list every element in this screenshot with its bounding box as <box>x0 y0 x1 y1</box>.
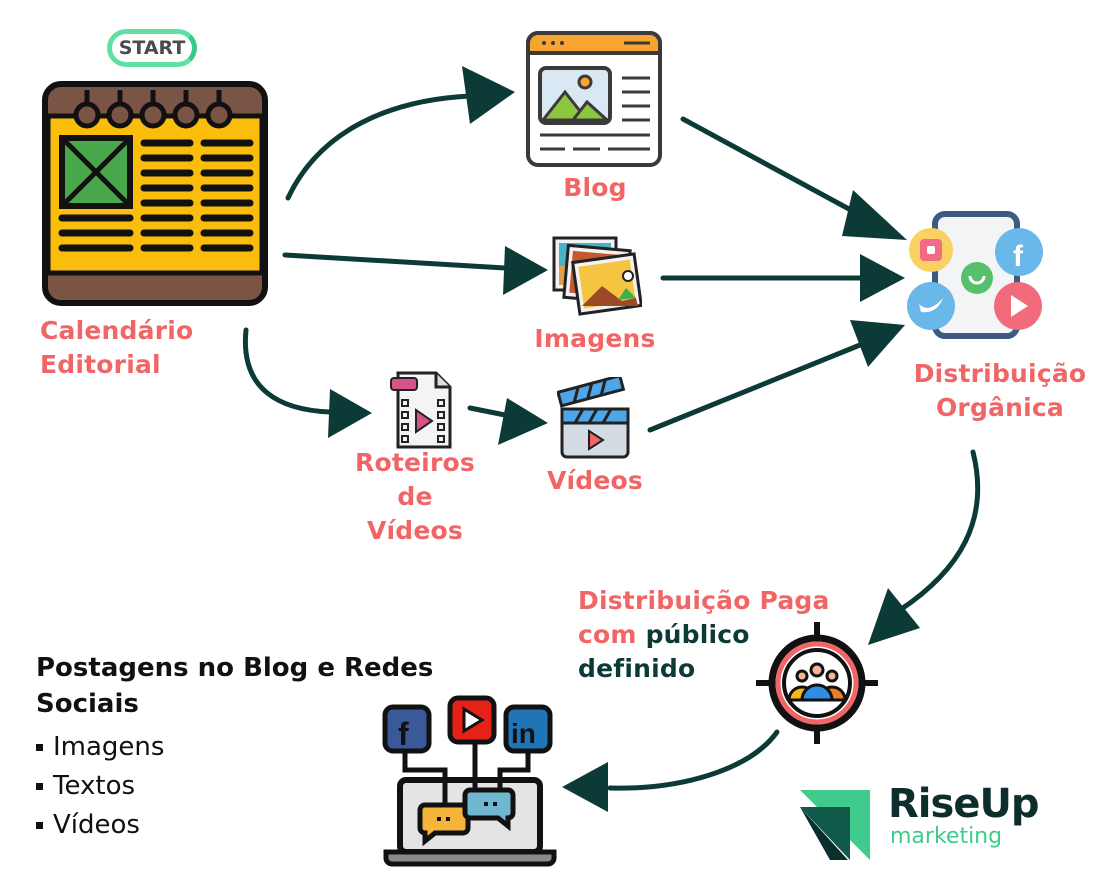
arrowhead-images <box>503 246 548 295</box>
arrow-paid-to-posts <box>607 729 780 791</box>
calendar-label: Calendário Editorial <box>40 314 240 382</box>
paid-label-publico: público <box>645 620 750 649</box>
arrow-calendar-to-blog <box>285 93 473 201</box>
blog-icon <box>526 31 662 167</box>
arrowhead-organic-paid <box>868 588 920 645</box>
arrow-videos-to-organic <box>647 342 863 433</box>
scripts-label-line3: Vídeos <box>366 516 464 545</box>
arrow-blog-to-organic <box>680 116 863 218</box>
arrowhead-scripts <box>328 389 372 438</box>
arrowhead-blog <box>462 66 515 124</box>
arrowhead-videos <box>498 398 548 445</box>
calendar-icon <box>42 81 268 306</box>
posts-list-item: Imagens <box>36 728 164 767</box>
svg-text:in: in <box>511 718 536 749</box>
svg-text:f: f <box>398 716 409 752</box>
scripts-label-line1: Roteiros <box>355 448 475 477</box>
scripts-label-line2: de <box>397 482 433 511</box>
calendar-label-line2: Editorial <box>40 350 161 379</box>
social-phone-icon: f <box>907 211 1043 339</box>
posts-list: Imagens Textos Vídeos <box>36 728 164 845</box>
posts-title: Postagens no Blog e Redes Sociais <box>36 653 434 719</box>
paid-label-line3: definido <box>578 654 696 683</box>
scripts-label: Roteiros de Vídeos <box>345 446 485 548</box>
paid-label-com: com <box>578 620 637 649</box>
arrowhead-paid-posts <box>562 762 608 812</box>
images-icon <box>552 236 642 316</box>
logo-sub: marketing <box>890 824 1003 849</box>
bullet-icon <box>36 822 43 829</box>
arrow-organic-to-paid <box>897 449 981 613</box>
paid-label: Distribuição Paga com público definido <box>578 584 878 686</box>
posts-list-item: Textos <box>36 767 164 806</box>
organic-label: Distribuição Orgânica <box>895 357 1105 425</box>
riseup-logo-icon <box>800 790 870 860</box>
blog-label: Blog <box>563 173 627 202</box>
bullet-icon <box>36 744 43 751</box>
svg-text:f: f <box>1013 240 1024 273</box>
clapperboard-icon <box>557 377 630 459</box>
bullet-icon <box>36 783 43 790</box>
calendar-label-line1: Calendário <box>40 316 194 345</box>
paid-label-line1: Distribuição Paga <box>578 586 830 615</box>
posts-item-videos: Vídeos <box>53 810 140 840</box>
organic-label-line2: Orgânica <box>935 393 1064 422</box>
arrowhead-images-organic <box>860 254 905 302</box>
organic-label-line1: Distribuição <box>913 359 1087 388</box>
video-script-icon <box>390 371 452 449</box>
laptop-social-icon: f in <box>382 695 557 867</box>
posts-item-images: Imagens <box>53 732 165 762</box>
logo-name: RiseUp <box>888 781 1040 827</box>
images-label: Imagens <box>534 324 656 353</box>
videos-label: Vídeos <box>546 466 644 495</box>
posts-item-texts: Textos <box>53 771 136 801</box>
start-badge: START <box>107 29 197 67</box>
posts-list-item: Vídeos <box>36 806 164 845</box>
target-audience-icon <box>756 622 878 744</box>
arrow-calendar-to-scripts <box>242 327 333 415</box>
arrowhead-blog-organic <box>842 190 907 240</box>
arrow-calendar-to-images <box>282 252 508 271</box>
arrow-scripts-to-videos <box>467 405 508 418</box>
arrowhead-videos-organic <box>850 320 905 367</box>
